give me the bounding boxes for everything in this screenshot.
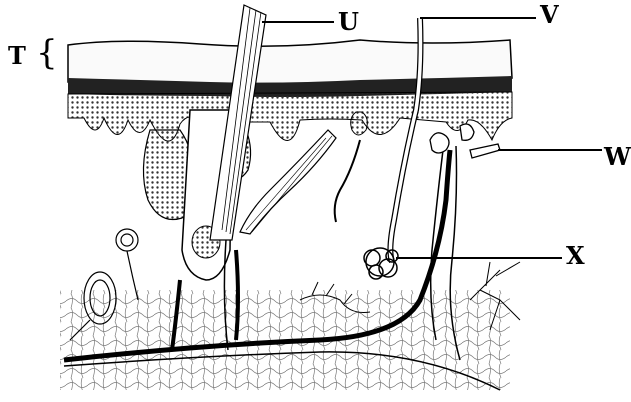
epidermis-layer xyxy=(68,40,512,84)
basal-layer xyxy=(68,92,512,142)
label-w: W xyxy=(604,145,631,169)
label-x: X xyxy=(566,244,585,268)
nerve-ending-middle xyxy=(351,112,368,135)
brace-epidermis: { xyxy=(36,36,58,70)
label-v: V xyxy=(540,3,559,27)
label-u: U xyxy=(338,10,359,34)
corpuscle-small xyxy=(116,229,138,300)
label-t: T xyxy=(8,44,26,68)
